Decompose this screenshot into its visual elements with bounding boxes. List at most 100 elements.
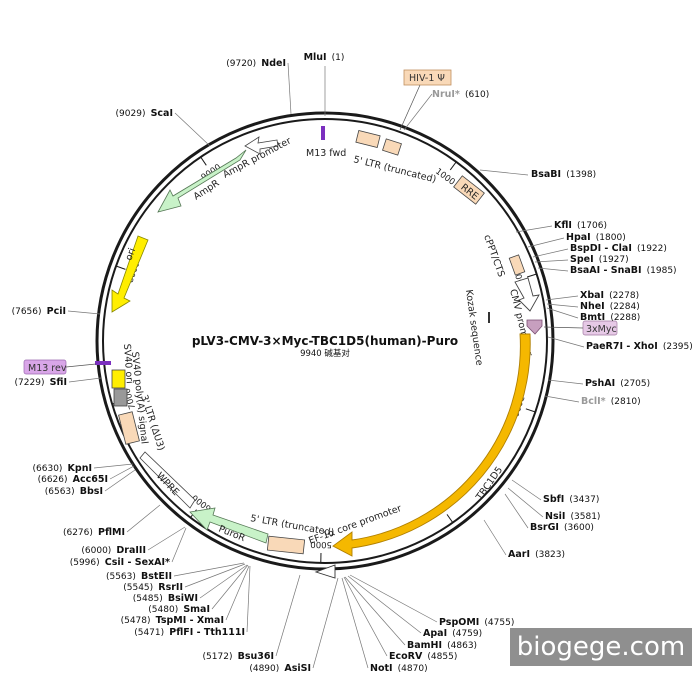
feature-label-ltr5-top: 5' LTR (truncated) — [352, 154, 437, 185]
feature-label-ori: ori — [123, 247, 138, 262]
site-name: SmaI — [183, 604, 210, 615]
site-position: (1985) — [647, 266, 677, 276]
site-position: (4890) — [249, 664, 279, 674]
site-leader-line — [67, 310, 101, 315]
site-leader-line — [312, 577, 339, 669]
hiv-psi-tag — [403, 69, 452, 86]
restriction-site-label: (5471) PflFI - Tth111I — [134, 620, 245, 639]
restriction-site-label: NsiI (3581) — [545, 504, 600, 523]
site-name: BsaAI - SnaBI — [570, 265, 642, 276]
restriction-site-label: (5563) BstEII — [106, 564, 172, 583]
tick-label: 5000 — [310, 539, 332, 549]
feature-label-kozak: Kozak sequence — [463, 289, 485, 367]
site-leader-line — [515, 225, 553, 233]
site-leader-line — [225, 565, 250, 621]
wpre-arrow — [139, 451, 196, 509]
restriction-site-label: NotI (4870) — [370, 656, 428, 675]
site-name: AarI — [508, 549, 530, 560]
site-leader-line — [287, 62, 292, 115]
site-position: (5471) — [134, 628, 164, 638]
tbc1d5-cds-arrow — [332, 333, 531, 557]
restriction-site-label: BclI* (2810) — [581, 389, 641, 408]
feature-label-sv40-ori: SV40 ori — [121, 343, 135, 384]
site-name: Bsu36I — [238, 651, 274, 662]
feature-label-m13-fwd: M13 fwd — [306, 148, 346, 159]
restriction-site-label: KflI (1706) — [554, 213, 607, 232]
site-name: XbaI — [580, 290, 604, 301]
site-name: CsiI - SexAI* — [105, 557, 170, 568]
restriction-site-label: MluI (1) — [304, 45, 345, 64]
restriction-site-label: (6276) PflMI — [63, 520, 125, 539]
site-leader-line — [349, 574, 438, 623]
site-leader-line — [104, 469, 136, 492]
myc-arrow — [526, 319, 543, 335]
site-name: NheI — [580, 301, 605, 312]
site-name: BsrGI — [530, 522, 559, 533]
site-position: (4863) — [447, 641, 477, 651]
site-position: (2278) — [609, 291, 639, 301]
site-position: (2705) — [620, 379, 650, 389]
site-position: (5545) — [123, 583, 153, 593]
restriction-site-label: PaeR7I - XhoI (2395) — [586, 334, 693, 353]
site-leader-line — [275, 574, 301, 657]
ltr5-bottom-box — [266, 535, 306, 555]
site-leader-line — [534, 259, 569, 263]
site-leader-line — [532, 248, 569, 258]
site-name: NruI* — [432, 89, 460, 100]
puror-marker-arrow — [189, 507, 269, 544]
restriction-site-label: BspDI - ClaI (1922) — [570, 236, 667, 255]
site-name: NotI — [370, 663, 393, 674]
site-name: BsiWI — [168, 593, 198, 604]
site-position: (4855) — [427, 652, 457, 662]
site-leader-line — [403, 93, 433, 131]
restriction-site-label: (6563) BbsI — [45, 479, 103, 498]
restriction-site-label: HpaI (1800) — [566, 225, 626, 244]
site-name: ApaI — [423, 628, 447, 639]
restriction-site-label: XbaI (2278) — [580, 283, 639, 302]
site-position: (1800) — [596, 233, 626, 243]
site-position: (3823) — [535, 550, 565, 560]
site-position: (1398) — [566, 170, 596, 180]
site-leader-lines — [67, 62, 585, 669]
tick-mark — [446, 514, 454, 523]
site-labels: MluI (1) NruI* (610) BsaBI (1398) KflI (170… — [12, 45, 693, 675]
restriction-site-label: (7229) SfiI — [15, 370, 67, 389]
site-leader-line — [171, 527, 187, 563]
site-name: SpeI — [570, 254, 594, 265]
site-name: RsrII — [158, 582, 183, 593]
site-position: (2395) — [663, 342, 693, 352]
site-position: (4755) — [484, 618, 514, 628]
restriction-site-label: (4890) AsiSI — [249, 656, 311, 675]
site-name: SbfI — [543, 494, 564, 505]
site-leader-line — [545, 295, 579, 301]
rre-box — [453, 175, 485, 205]
site-position: (4759) — [452, 629, 482, 639]
sv40-ori-box — [111, 369, 126, 389]
cppt-box — [508, 254, 526, 276]
ori-arrow — [111, 235, 149, 313]
site-name: SfiI — [50, 377, 67, 388]
site-position: (610) — [465, 90, 489, 100]
site-position: (5172) — [203, 652, 233, 662]
restriction-site-label: (5480) SmaI — [148, 597, 210, 616]
site-name: PspOMI — [439, 617, 479, 628]
restriction-site-label: EcoRV (4855) — [389, 644, 457, 663]
site-position: (1) — [332, 53, 345, 63]
restriction-site-label: (5485) BsiWI — [133, 586, 198, 605]
tick-mark — [200, 156, 207, 166]
site-name: TspMI - XmaI — [156, 615, 224, 626]
site-name: MluI — [304, 52, 327, 63]
hiv-psi-leader — [399, 84, 421, 131]
restriction-site-label: ApaI (4759) — [423, 621, 482, 640]
site-name: PciI — [47, 306, 66, 317]
restriction-site-label: PspOMI (4755) — [439, 610, 514, 629]
restriction-site-label: BsrGI (3600) — [530, 515, 594, 534]
site-leader-line — [347, 575, 422, 634]
site-position: (5563) — [106, 572, 136, 582]
site-leader-line — [211, 564, 249, 610]
site-name: BsaBI — [531, 169, 561, 180]
restriction-site-label: AarI (3823) — [508, 542, 565, 561]
restriction-site-label: (6000) DraIII — [81, 538, 146, 557]
site-position: (9029) — [116, 109, 146, 119]
site-position: (4870) — [398, 664, 428, 674]
